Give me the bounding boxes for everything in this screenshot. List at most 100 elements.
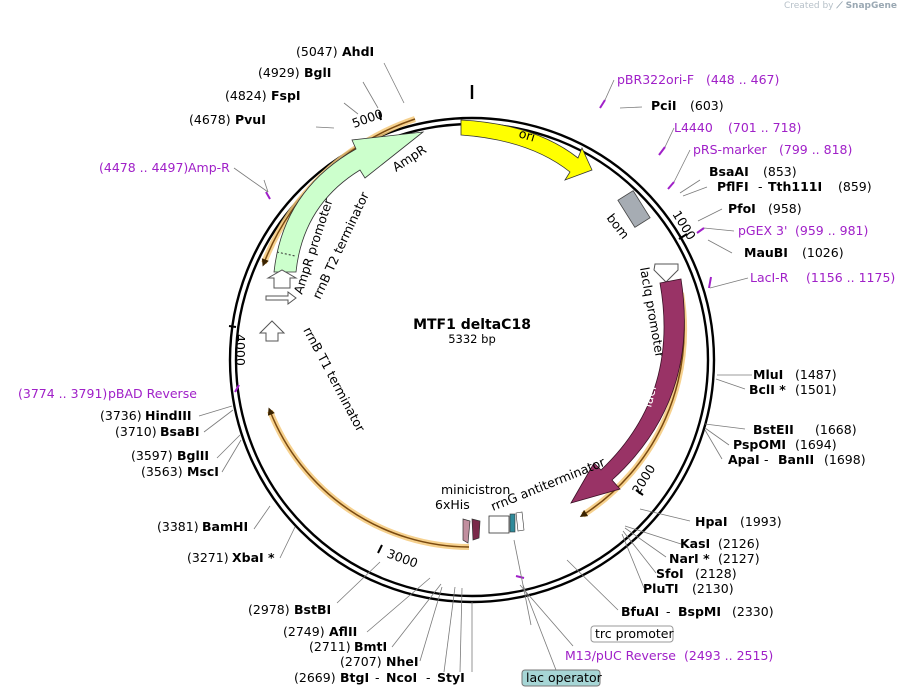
primer-labels: pBR322ori-F (448 .. 467) L4440 (701 .. 7… [18, 72, 895, 663]
bcli-site[interactable]: BclI * [749, 382, 786, 397]
rrnb-t2-arrow[interactable] [265, 291, 297, 305]
minicistron-feature[interactable] [471, 518, 481, 541]
hindiii-site[interactable]: HindIII [145, 408, 192, 423]
6xhis-label: 6xHis [435, 497, 470, 512]
bmti-site[interactable]: BmtI [354, 639, 387, 654]
laci-label: lacI [639, 384, 659, 409]
kasi-site[interactable]: KasI [680, 536, 710, 551]
tick-5000 [378, 111, 382, 121]
tick-3000 [377, 544, 383, 554]
bottom-sites: (2978) BstBI (2749) AflII (2711) BmtI (2… [248, 602, 465, 685]
ampr-promoter-arrow[interactable] [266, 269, 298, 289]
snapgene-credit: Created by ⟋ SnapGene [784, 1, 897, 11]
bsabi-pos: (3710) [115, 424, 157, 439]
nhei-site[interactable]: NheI [386, 654, 419, 669]
bom-feature[interactable] [617, 190, 651, 228]
prs-primer[interactable]: pRS-marker [693, 142, 768, 157]
tick-2000 [635, 489, 644, 496]
prs-range: (799 .. 818) [779, 142, 852, 157]
pbr322-primer[interactable]: pBR322ori-F [617, 72, 694, 87]
ahdi-pos: (5047) [296, 44, 338, 59]
ampr-primer[interactable]: Amp-R [188, 160, 230, 175]
lac-operator-box[interactable] [521, 669, 601, 687]
credit-brand: SnapGene [845, 1, 897, 11]
bmti-pos: (2711) [309, 639, 351, 654]
ampr-feature[interactable] [273, 131, 425, 273]
trc-promoter-feature[interactable] [515, 511, 525, 532]
l4440-primer[interactable]: L4440 [674, 120, 713, 135]
xbai-pos: (3271) [187, 550, 229, 565]
sfoi-site[interactable]: SfoI [656, 566, 684, 581]
apai-site[interactable]: ApaI [728, 452, 760, 467]
pcii-site[interactable]: PciI [651, 98, 677, 113]
pgex-range: (959 .. 981) [795, 223, 868, 238]
bsteii-pos: (1668) [815, 422, 857, 437]
pvui-site[interactable]: PvuI [235, 112, 266, 127]
trc-promoter-box[interactable] [590, 625, 674, 643]
ahdi-site[interactable]: AhdI [342, 44, 374, 59]
laciq-promoter-arrow[interactable] [653, 263, 679, 283]
fspi-site[interactable]: FspI [271, 88, 301, 103]
lacir-range: (1156 .. 1175) [806, 270, 895, 285]
snapgene-logo-icon: ⟋ [836, 1, 843, 11]
m13-primer[interactable]: M13/pUC Reverse [565, 648, 676, 663]
bstbi-site[interactable]: BstBI [294, 602, 331, 617]
bfuai-site[interactable]: BfuAI [621, 604, 659, 619]
bamhi-pos: (3381) [157, 519, 199, 534]
btgi-site[interactable]: BtgI [340, 670, 369, 685]
m13-range: (2493 .. 2515) [684, 648, 773, 663]
fspi-pos: (4824) [225, 88, 267, 103]
pspomi-site[interactable]: PspOMI [733, 437, 786, 452]
pgex-primer[interactable]: pGEX 3' [738, 223, 787, 238]
tth111i-site[interactable]: Tth111I [768, 179, 822, 194]
l4440-range: (701 .. 718) [728, 120, 801, 135]
lac-operator-feature[interactable] [509, 513, 516, 533]
tick-label-4000: 4000 [233, 334, 248, 366]
minicistron-label: minicistron [441, 482, 510, 497]
ncoi-site[interactable]: NcoI [386, 670, 417, 685]
pvui-pos: (4678) [189, 112, 231, 127]
pspomi-pos: (1694) [795, 437, 837, 452]
styi-site[interactable]: StyI [437, 670, 465, 685]
btgi-ncoi-sep: - [375, 670, 380, 685]
trc-promoter-label: trc promoter [595, 626, 674, 641]
6xhis-feature[interactable] [462, 518, 471, 544]
bsaai-pos: (853) [763, 164, 797, 179]
maubi-pos: (1026) [802, 245, 844, 260]
lacir-primer[interactable]: LacI-R [750, 270, 789, 285]
nari-site[interactable]: NarI * [669, 551, 710, 566]
maubi-site[interactable]: MauBI [744, 245, 788, 260]
pflfi-tth-sep: - [758, 179, 763, 194]
msci-site[interactable]: MscI [187, 464, 219, 479]
aflii-site[interactable]: AflII [329, 624, 357, 639]
kasi-pos: (2126) [718, 536, 760, 551]
nari-pos: (2127) [718, 551, 760, 566]
xbai-site[interactable]: XbaI * [232, 550, 275, 565]
pbad-primer[interactable]: pBAD Reverse [108, 386, 197, 401]
ori-feature[interactable] [460, 119, 593, 181]
rrnb-t1-arrow[interactable] [258, 320, 286, 342]
tth111i-pos: (859) [838, 179, 872, 194]
bglii-pos: (3597) [131, 448, 173, 463]
rrng-feature[interactable] [488, 515, 510, 534]
pfoi-site[interactable]: PfoI [728, 201, 756, 216]
bsteii-site[interactable]: BstEII [753, 422, 794, 437]
mlui-site[interactable]: MluI [753, 367, 783, 382]
ampr-range: (4478 .. 4497) [99, 160, 188, 175]
banii-site[interactable]: BanII [778, 452, 814, 467]
bgli-site[interactable]: BglI [304, 65, 331, 80]
bspmi-site[interactable]: BspMI [678, 604, 721, 619]
map-title: MTF1 deltaC18 [413, 317, 531, 333]
pluti-pos: (2130) [692, 581, 734, 596]
bamhi-site[interactable]: BamHI [202, 519, 248, 534]
laci-feature[interactable] [570, 278, 685, 504]
bglii-site[interactable]: BglII [177, 448, 209, 463]
hpai-site[interactable]: HpaI [695, 514, 728, 529]
pflfi-site[interactable]: PflFI [717, 179, 749, 194]
bsaai-site[interactable]: BsaAI [709, 164, 749, 179]
bsabi-site[interactable]: BsaBI [160, 424, 200, 439]
tick-1000 [678, 233, 688, 240]
pluti-site[interactable]: PluTI [643, 581, 679, 596]
